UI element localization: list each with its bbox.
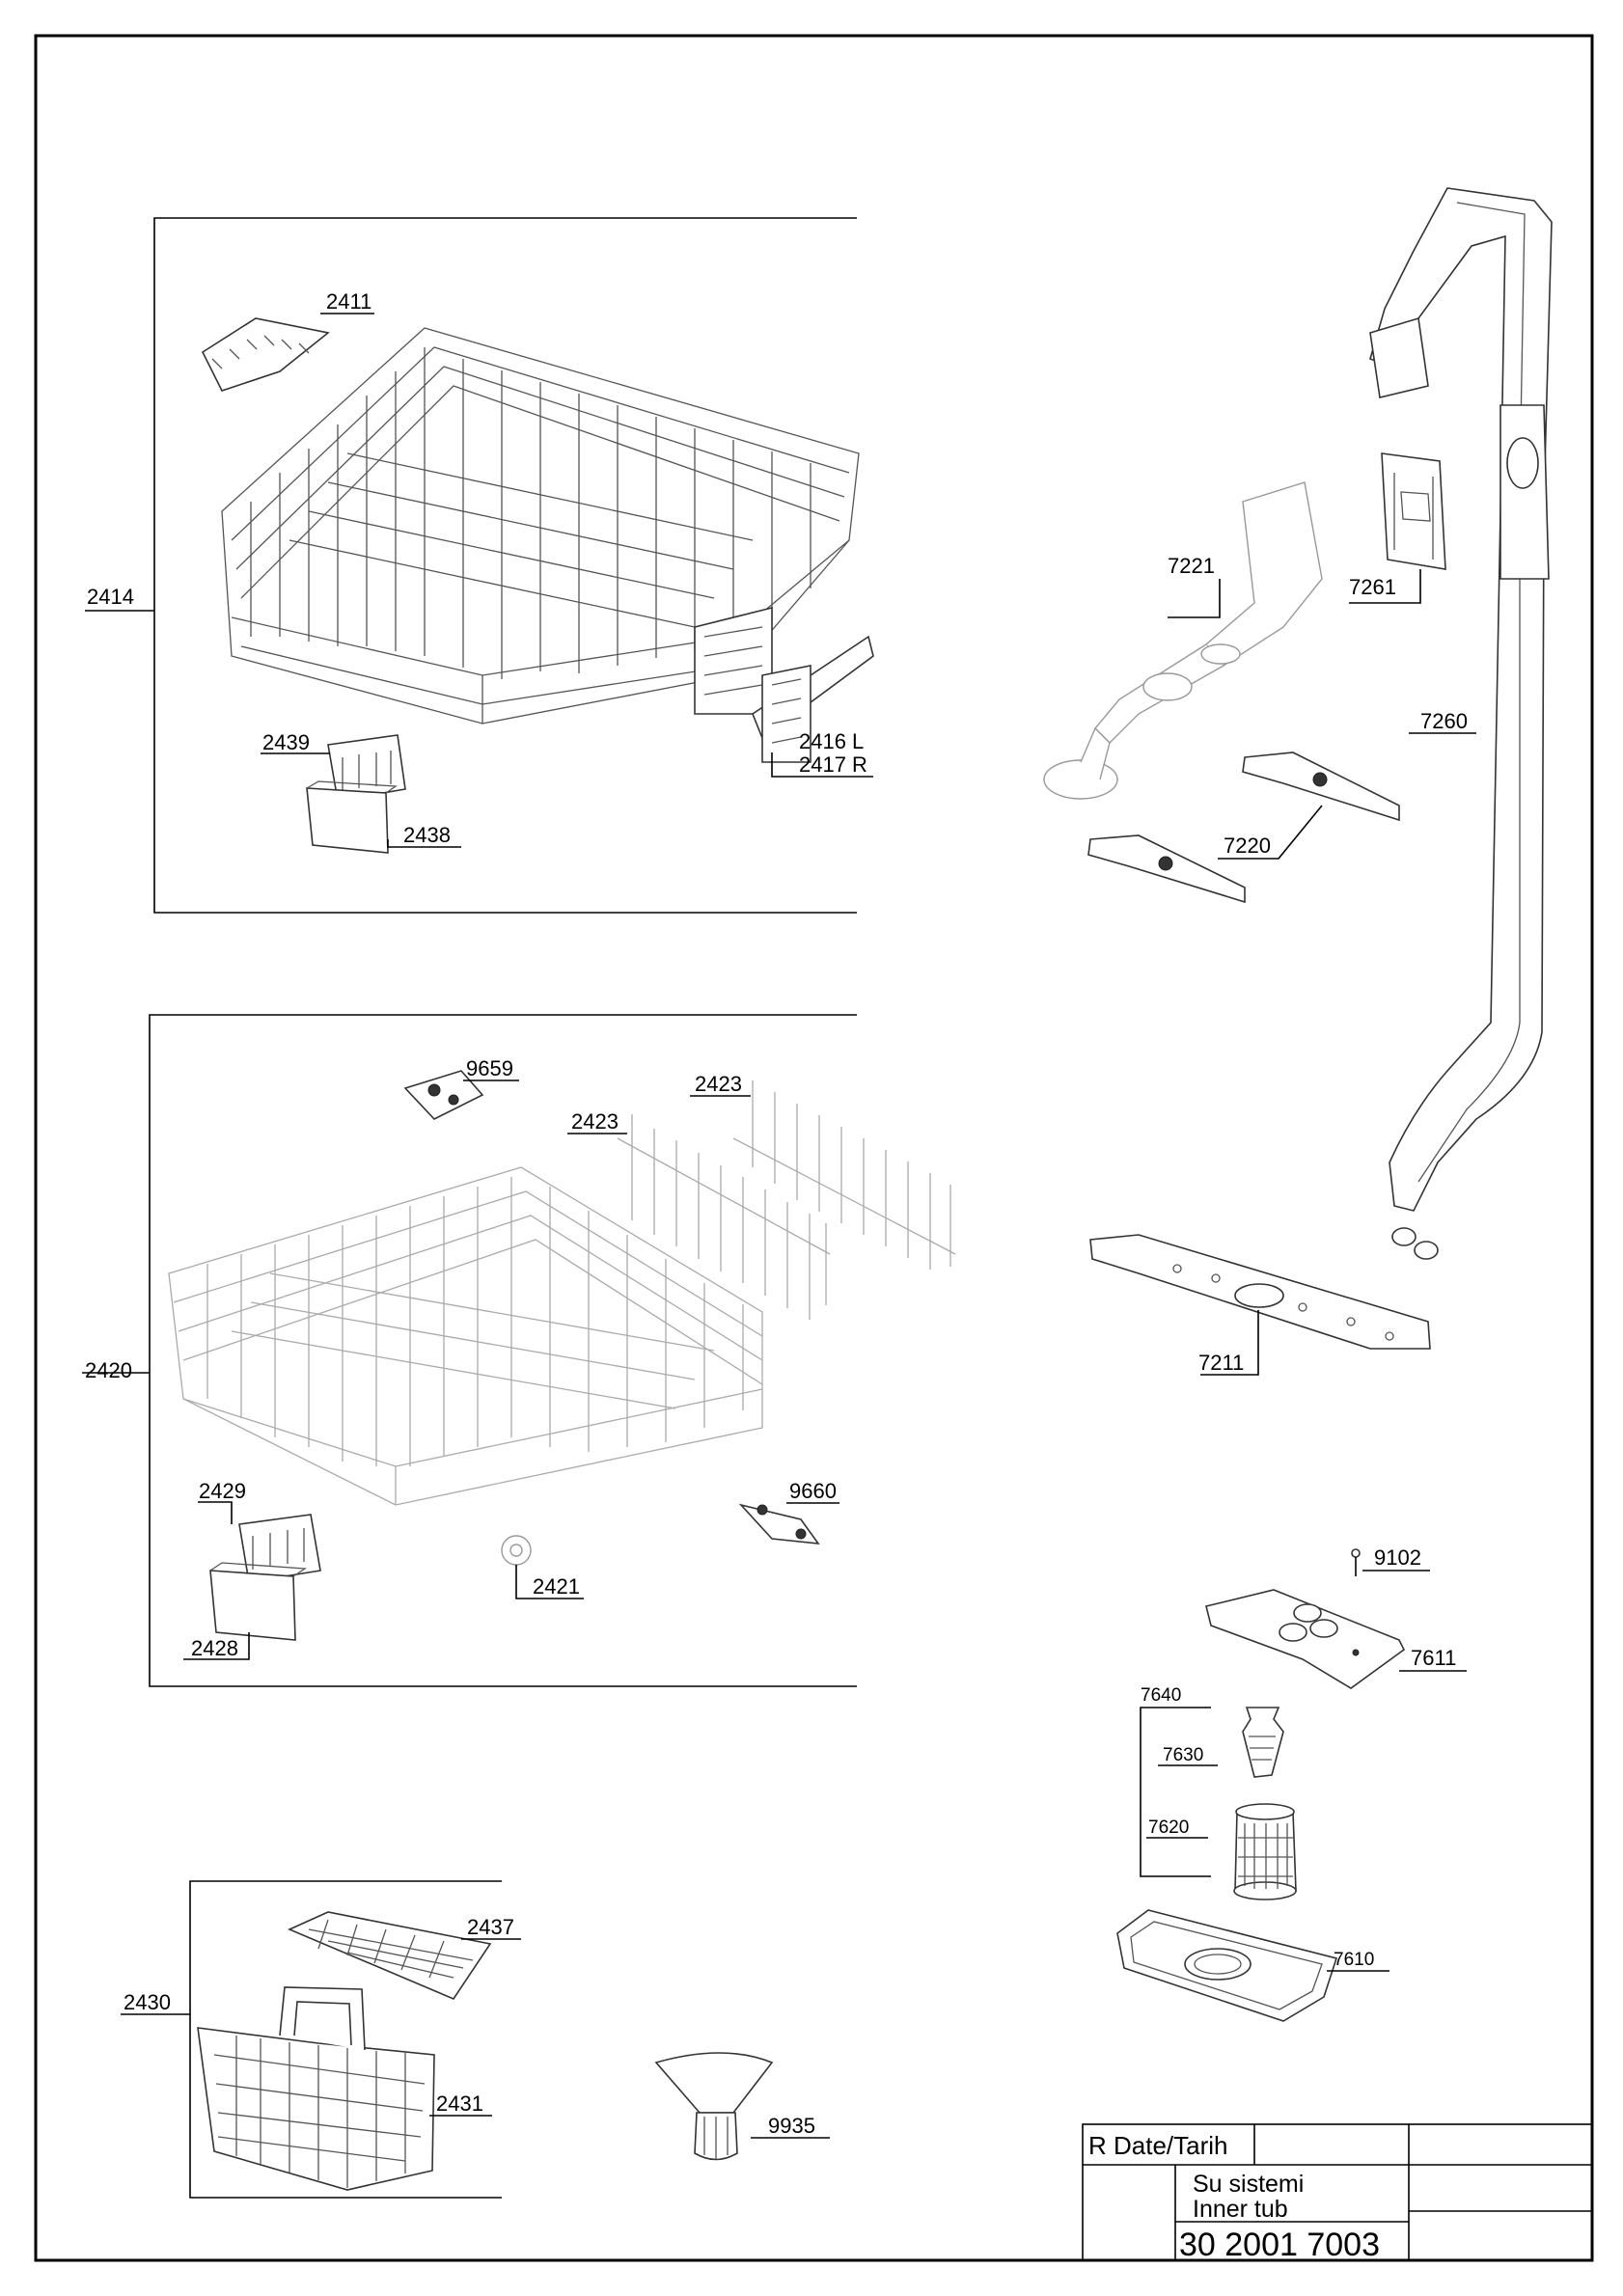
part-2423-tines-right xyxy=(732,1080,956,1270)
label-7610: 7610 xyxy=(1334,1950,1374,1970)
part-7630-filter-small xyxy=(1242,1707,1284,1778)
label-7260: 7260 xyxy=(1420,709,1468,733)
part-2421-wheel xyxy=(501,1535,532,1566)
part-7220-spray-arm-bottom xyxy=(1087,834,1246,904)
part-7611-cover xyxy=(1205,1589,1406,1689)
label-2431: 2431 xyxy=(436,2091,483,2116)
label-7261: 7261 xyxy=(1349,575,1396,599)
part-9935-funnel xyxy=(654,2052,774,2161)
part-2416-2417-rail xyxy=(752,635,874,763)
part-2437-lid xyxy=(288,1911,492,2000)
label-2429: 2429 xyxy=(199,1479,246,1503)
part-2411-clip xyxy=(201,317,330,392)
drawing-frame xyxy=(34,34,1594,2262)
label-2414: 2414 xyxy=(87,585,134,609)
label-2439: 2439 xyxy=(262,730,310,754)
title-block-rev-date: R Date/Tarih xyxy=(1088,2131,1228,2160)
label-9660: 9660 xyxy=(789,1479,837,1503)
title-block: R Date/Tarih Su sistemi Inner tub 30 200… xyxy=(1082,2123,1593,2263)
label-2423-right: 2423 xyxy=(695,1072,742,1096)
part-7610-microfilter xyxy=(1116,1909,1338,2022)
label-7620: 7620 xyxy=(1148,1818,1189,1838)
label-2423-left: 2423 xyxy=(571,1109,619,1134)
label-2420: 2420 xyxy=(85,1358,132,1382)
label-7640: 7640 xyxy=(1141,1685,1181,1706)
part-7260-pipe xyxy=(1369,187,1553,1260)
part-9102-screw xyxy=(1351,1548,1361,1576)
upper-basket-group xyxy=(85,217,874,914)
label-9659: 9659 xyxy=(466,1056,513,1080)
title-block-part-number: 30 2001 7003 xyxy=(1179,2227,1380,2263)
part-7620-filter-large xyxy=(1233,1803,1297,1900)
label-7630: 7630 xyxy=(1163,1745,1203,1765)
label-2421: 2421 xyxy=(533,1574,580,1599)
title-block-title-tr: Su sistemi xyxy=(1193,2171,1304,2198)
part-2428-cover xyxy=(209,1562,307,1641)
part-2429-holder xyxy=(238,1514,321,1583)
cutlery-basket-group xyxy=(121,1880,521,2199)
part-9659-clip xyxy=(403,1070,484,1120)
label-2438: 2438 xyxy=(403,823,451,847)
upper-basket xyxy=(221,327,860,724)
part-7261-clip xyxy=(1381,452,1446,570)
label-9935: 9935 xyxy=(768,2114,815,2138)
lower-basket-group xyxy=(82,1014,956,1687)
label-9102: 9102 xyxy=(1374,1545,1421,1570)
part-2423-tines-left xyxy=(617,1114,831,1320)
label-2417: 2417 R xyxy=(799,752,867,777)
label-2416: 2416 L xyxy=(799,729,864,753)
part-7221-sprayer-hub xyxy=(1043,481,1323,800)
lower-basket xyxy=(168,1166,763,1506)
label-2428: 2428 xyxy=(191,1636,238,1660)
label-7211: 7211 xyxy=(1198,1351,1244,1375)
part-2431-basket xyxy=(197,1986,435,2191)
label-7220: 7220 xyxy=(1224,834,1271,858)
label-2430: 2430 xyxy=(124,1990,171,2014)
title-block-title-en: Inner tub xyxy=(1193,2196,1288,2223)
label-7611: 7611 xyxy=(1411,1646,1456,1670)
label-2437: 2437 xyxy=(467,1915,514,1939)
part-7220-spray-arm-top xyxy=(1242,752,1400,822)
part-7211-spray-arm-lower xyxy=(1089,1234,1431,1350)
part-2438-cover xyxy=(306,780,398,854)
label-2411: 2411 xyxy=(326,289,371,314)
part-9660-clip xyxy=(738,1503,820,1544)
label-7221: 7221 xyxy=(1168,554,1215,578)
